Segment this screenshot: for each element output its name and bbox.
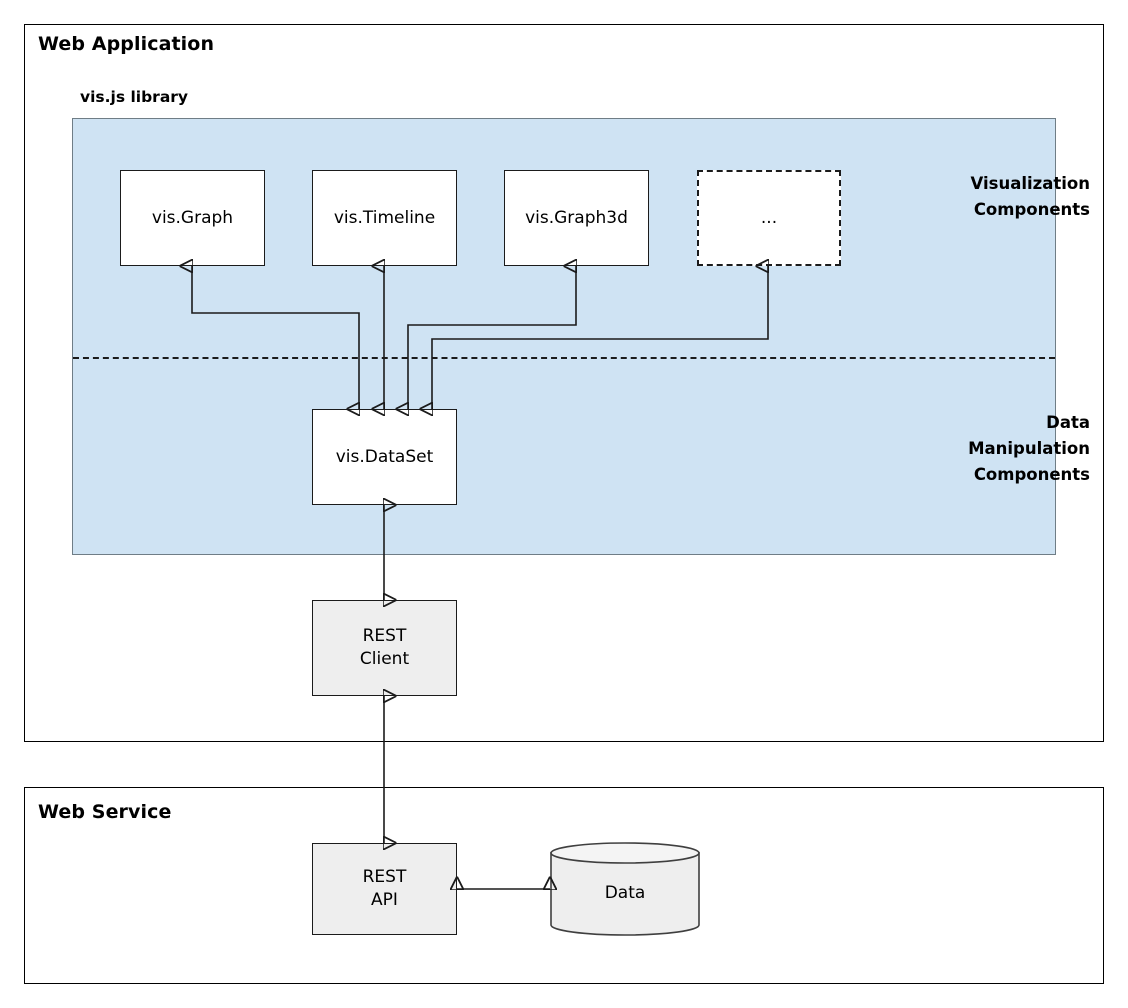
- vis-js-library-title: vis.js library: [80, 88, 189, 106]
- node-rest-client[interactable]: REST Client: [312, 600, 457, 696]
- node-more-components[interactable]: ...: [697, 170, 841, 266]
- node-vis-graph[interactable]: vis.Graph: [120, 170, 265, 266]
- node-rest-api[interactable]: REST API: [312, 843, 457, 935]
- node-vis-graph3d[interactable]: vis.Graph3d: [504, 170, 649, 266]
- database-cylinder-icon: [550, 842, 700, 936]
- node-vis-timeline[interactable]: vis.Timeline: [312, 170, 457, 266]
- node-vis-dataset[interactable]: vis.DataSet: [312, 409, 457, 505]
- data-manipulation-components-caption: Data Manipulation Components: [968, 413, 1090, 484]
- node-data-store[interactable]: Data: [550, 842, 700, 936]
- node-data-store-label: Data: [604, 883, 646, 903]
- visualization-components-caption: Visualization Components: [970, 174, 1090, 219]
- library-layer-divider: [73, 357, 1055, 359]
- panel-web-service-title: Web Service: [38, 801, 172, 823]
- panel-web-application-title: Web Application: [38, 33, 215, 55]
